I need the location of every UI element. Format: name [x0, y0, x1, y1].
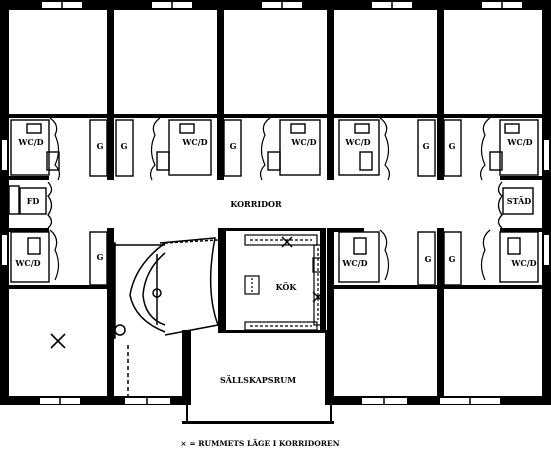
- label-g-8: G: [449, 254, 456, 264]
- room-labels: WC/D WC/D WC/D WC/D WC/D WC/D WC/D WC/D …: [14, 137, 536, 385]
- label-wcd-4: WC/D: [344, 137, 370, 147]
- stairwell: [108, 237, 220, 396]
- fd-stad-rooms: [8, 185, 534, 215]
- label-g-7: G: [425, 254, 432, 264]
- label-wcd-1: WC/D: [17, 137, 43, 147]
- label-wcd-6: WC/D: [14, 258, 40, 268]
- legend-marker-icon: ×: [180, 439, 187, 448]
- label-wcd-3: WC/D: [290, 137, 316, 147]
- bathrooms-upper: [10, 119, 539, 176]
- label-g-1: G: [97, 141, 104, 151]
- entry-alcoves-lower: [49, 229, 491, 281]
- label-g-3: G: [230, 141, 237, 151]
- outer-walls: [0, 0, 551, 424]
- label-g-6: G: [97, 252, 104, 262]
- label-g-4: G: [423, 141, 430, 151]
- label-wcd-2: WC/D: [181, 137, 207, 147]
- label-g-5: G: [449, 141, 456, 151]
- wardrobes-upper: [89, 119, 462, 177]
- label-g-2: G: [121, 141, 128, 151]
- legend: × = RUMMETS LÄGE I KORRIDOREN: [160, 439, 360, 448]
- label-korridor: KORRIDOR: [230, 199, 282, 209]
- label-sallskapsrum: SÄLLSKAPSRUM: [220, 375, 296, 385]
- windows: [2, 2, 549, 404]
- label-kok: KÖK: [276, 282, 298, 292]
- bathrooms-lower: [10, 231, 539, 286]
- entry-alcoves-upper: [49, 117, 491, 181]
- label-wcd-8: WC/D: [510, 258, 536, 268]
- label-wcd-5: WC/D: [506, 137, 532, 147]
- legend-text: = RUMMETS LÄGE I KORRIDOREN: [189, 439, 340, 448]
- label-wcd-7: WC/D: [341, 258, 367, 268]
- kitchen-fixtures: [244, 234, 324, 331]
- room-location-marker: [50, 333, 66, 349]
- corridor-outline: [47, 181, 503, 229]
- label-fd: FD: [27, 196, 40, 206]
- label-stad: STÄD: [507, 196, 532, 206]
